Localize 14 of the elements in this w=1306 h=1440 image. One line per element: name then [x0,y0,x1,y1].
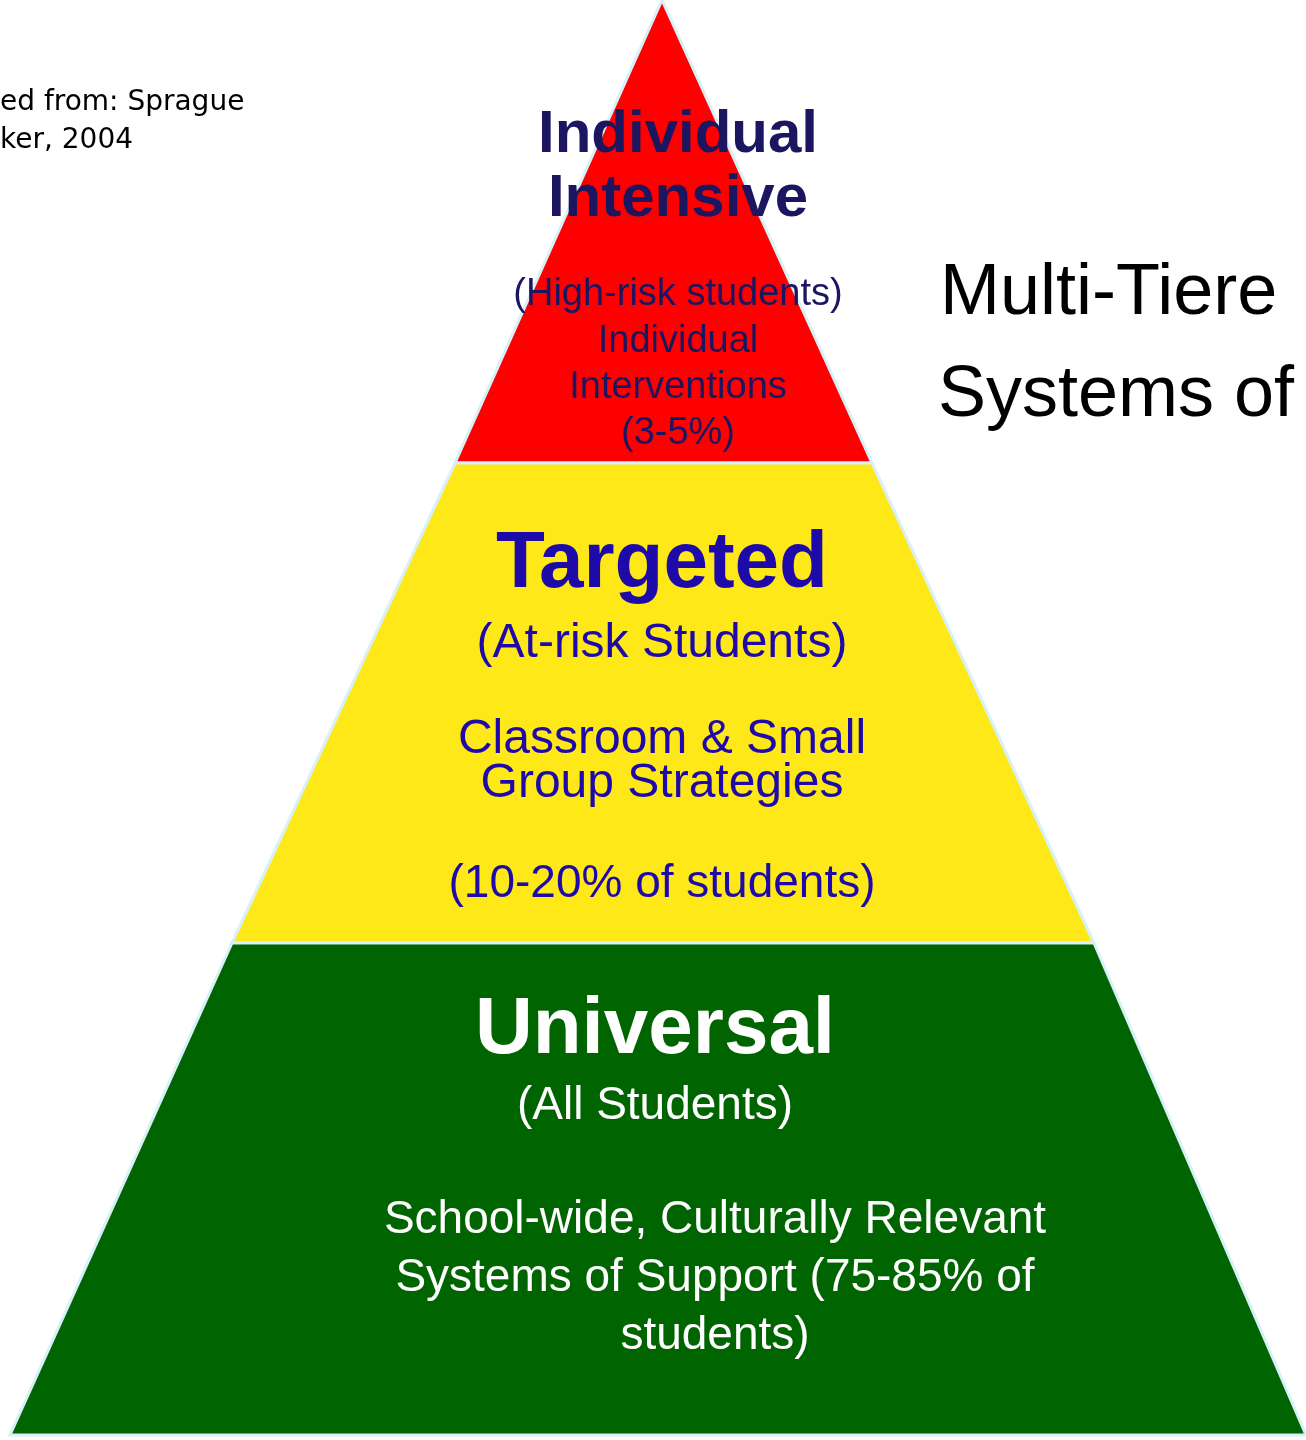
heading-text: Multi-Tiere [940,248,1278,330]
tier-description: School-wide, Culturally Relevant Systems of Support (75-85% of students) [382,1190,1048,1361]
tier-title: Universal [474,981,836,1071]
tier-subtitle: (All Students) [516,1076,794,1131]
heading-text: Systems of [938,350,1295,432]
tier-subtitle: (At-risk Students) [476,613,848,669]
tier-percentage: (10-20% of students) [448,854,876,909]
source-note: ker, 2004 [0,122,133,155]
tier-title: Targeted [496,515,828,605]
tier-band [10,943,1306,1435]
tier-band [232,463,1094,943]
tier-band [455,0,872,463]
tier-description: Individual Interventions (3-5%) [568,317,788,454]
source-note: ed from: Sprague [0,84,245,117]
